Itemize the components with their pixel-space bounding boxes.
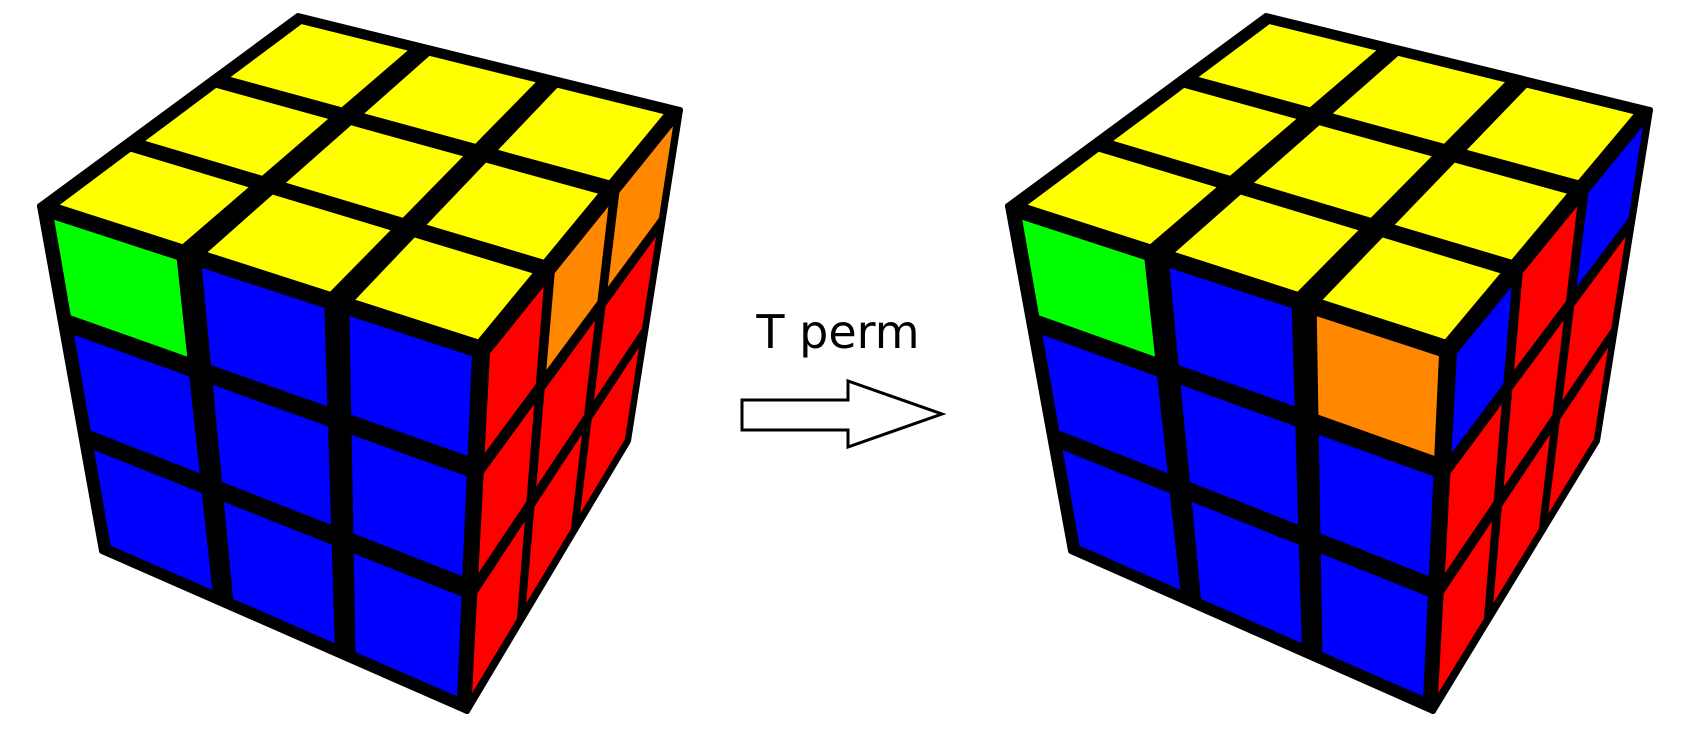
- before-top-sticker-2-2-yellow: [355, 237, 533, 340]
- after-front-sticker-1-2-blue: [1318, 434, 1434, 577]
- before-right-sticker-2-0-red: [472, 521, 525, 694]
- before-right-sticker-1-0-red: [478, 404, 535, 574]
- before-top-sticker-1-1-yellow: [286, 125, 464, 218]
- after-top-sticker-0-1-yellow: [1332, 55, 1505, 144]
- after-right-sticker-1-1-red: [1503, 320, 1564, 487]
- before-right-sticker-0-1-orange: [546, 206, 609, 370]
- before-top-sticker-0-0-yellow: [230, 24, 408, 108]
- right-arrow-icon: [740, 378, 947, 450]
- before-front-sticker-1-2-blue: [351, 434, 467, 577]
- after-right-sticker-2-2-red: [1548, 347, 1609, 514]
- before-right-sticker-0-0-red: [484, 286, 544, 453]
- caption-t-perm: T perm: [755, 305, 919, 359]
- after-right-sticker-2-0-red: [1438, 521, 1492, 694]
- after-right-sticker-0-2-blue: [1576, 126, 1643, 287]
- before-front-sticker-2-1-blue: [223, 501, 335, 644]
- before-right-sticker-2-2-red: [580, 347, 639, 514]
- after-right-sticker-0-1-red: [1514, 206, 1578, 370]
- before-right-sticker-1-1-red: [536, 320, 596, 487]
- after-right-sticker-1-2-red: [1562, 236, 1626, 401]
- cube-after: [1005, 13, 1653, 714]
- after-front-sticker-2-1-blue: [1191, 501, 1302, 644]
- after-front-sticker-0-2-orange: [1316, 316, 1439, 456]
- after-front-sticker-0-0-green: [1022, 219, 1155, 357]
- before-front-sticker-1-1-blue: [212, 384, 331, 525]
- before-front-sticker-0-1-blue: [201, 268, 328, 407]
- after-front-sticker-2-2-blue: [1320, 553, 1428, 697]
- after-front-sticker-1-1-blue: [1180, 384, 1299, 525]
- after-top-sticker-2-1-yellow: [1175, 194, 1359, 292]
- cube-before: [37, 13, 683, 714]
- before-right-sticker-1-2-red: [594, 236, 656, 401]
- before-front-sticker-2-2-blue: [353, 553, 462, 697]
- after-top-sticker-1-0-yellow: [1113, 87, 1297, 176]
- before-top-sticker-2-1-yellow: [207, 194, 391, 292]
- after-top-sticker-1-2-yellow: [1394, 162, 1567, 260]
- before-right-sticker-0-2-orange: [607, 126, 673, 287]
- before-front-sticker-0-0-green: [54, 219, 188, 357]
- after-front-sticker-0-1-blue: [1169, 268, 1295, 407]
- after-right-sticker-2-1-red: [1493, 434, 1551, 604]
- after-top-sticker-2-0-yellow: [1027, 151, 1217, 245]
- before-front-sticker-0-2-blue: [349, 316, 472, 456]
- before-right-sticker-2-1-red: [526, 434, 582, 604]
- before-top-sticker-0-2-yellow: [498, 87, 664, 181]
- after-front-sticker-2-0-blue: [1062, 450, 1181, 590]
- after-front-sticker-1-0-blue: [1042, 335, 1168, 474]
- after-top-sticker-0-0-yellow: [1198, 24, 1377, 108]
- after-top-sticker-2-2-yellow: [1322, 237, 1501, 340]
- before-front-sticker-2-0-blue: [94, 450, 213, 590]
- before-front-sticker-1-0-blue: [74, 335, 200, 474]
- before-top-sticker-0-1-yellow: [364, 55, 536, 144]
- after-top-sticker-1-1-yellow: [1254, 125, 1432, 218]
- after-right-sticker-0-0-blue: [1451, 286, 1512, 453]
- before-top-sticker-1-2-yellow: [426, 162, 598, 260]
- after-top-sticker-0-2-yellow: [1466, 87, 1634, 181]
- before-top-sticker-2-0-yellow: [59, 151, 249, 245]
- before-top-sticker-1-0-yellow: [145, 87, 329, 176]
- after-right-sticker-1-0-red: [1444, 404, 1502, 574]
